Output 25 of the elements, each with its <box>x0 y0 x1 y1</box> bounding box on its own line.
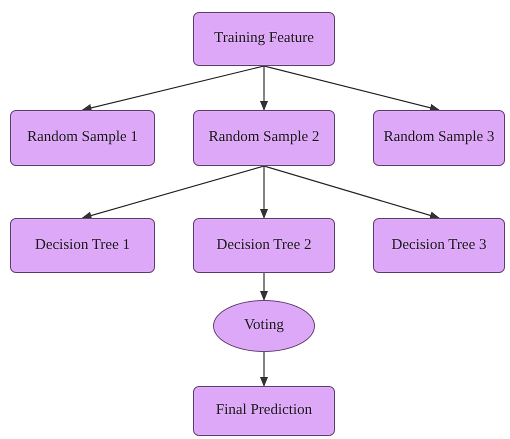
process-box <box>193 386 335 436</box>
node-label: Decision Tree 1 <box>35 236 130 255</box>
process-box <box>193 12 335 66</box>
arrow <box>264 65 440 112</box>
process-box <box>193 110 335 166</box>
arrow <box>264 165 440 220</box>
process-box <box>10 110 155 166</box>
node-label: Random Sample 2 <box>208 128 320 148</box>
arrow <box>260 166 268 219</box>
node-label: Training Feature <box>214 29 314 48</box>
process-box <box>193 218 335 273</box>
process-box <box>373 110 505 166</box>
arrow <box>82 65 264 112</box>
process-box <box>10 218 155 273</box>
arrow <box>82 165 264 220</box>
process-box <box>373 218 505 273</box>
node-label: Voting <box>244 316 284 336</box>
node-label: Random Sample 3 <box>384 128 494 148</box>
arrow <box>260 273 268 301</box>
arrow <box>260 66 268 111</box>
node-label: Decision Tree 3 <box>392 236 486 255</box>
node-label: Final Prediction <box>216 401 312 420</box>
node-label: Random Sample 1 <box>27 128 138 148</box>
node-label: Decision Tree 2 <box>216 236 312 255</box>
arrow <box>260 352 268 387</box>
